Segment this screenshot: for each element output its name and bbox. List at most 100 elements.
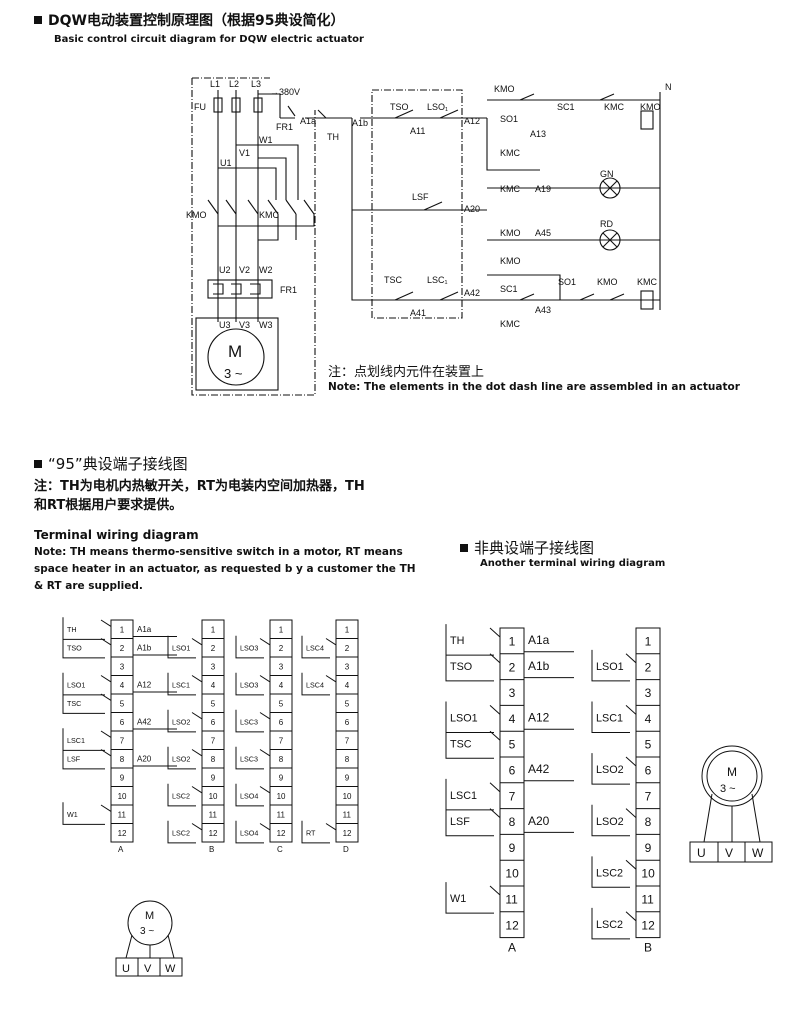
other-B-label-LSC2-5: LSC2 [596, 919, 623, 931]
other-A-label-LSF-9: LSF [450, 816, 470, 828]
s95-D-strip-label: D [343, 845, 349, 854]
s95-C-terminal-2: 2 [279, 644, 284, 653]
s95-A-strip-label: A [118, 845, 124, 854]
circuit-note-cn: 注：点划线内元件在装置上 [328, 365, 485, 380]
label-TSC: TSC [384, 275, 403, 285]
s95-A-switch-symbol [62, 635, 112, 659]
s95-C-terminal-7: 7 [279, 737, 284, 746]
s95-C-label-LSO4-4: LSO4 [240, 792, 258, 801]
label-A45: A45 [535, 228, 551, 238]
s95-B-terminal-6: 6 [211, 718, 216, 727]
s95-A-label-A42: A42 [137, 718, 152, 727]
other-B-terminal-3: 3 [645, 686, 652, 700]
s95-C-terminal-5: 5 [279, 700, 284, 709]
label-LSF: LSF [412, 192, 429, 202]
label-KMC-coil: KMC [637, 277, 658, 287]
label-A19: A19 [535, 184, 551, 194]
label-N: N [665, 82, 672, 92]
label-A41: A41 [410, 308, 426, 318]
s95-A-terminal-11: 11 [118, 811, 127, 820]
circuit-note-en: Note: The elements in the dot dash line … [328, 381, 740, 393]
label-L1: L1 [210, 79, 220, 89]
s95-B-terminal-5: 5 [211, 700, 216, 709]
label-RD: RD [600, 219, 613, 229]
s95-A-label-W1-11: W1 [67, 810, 78, 819]
other-A-label-LSC1-7: LSC1 [450, 790, 477, 802]
s95-A-terminal-2: 2 [120, 644, 125, 653]
s95-C-switch-symbol [235, 635, 271, 659]
other-A-label-A20: A20 [528, 814, 550, 828]
label-A13: A13 [530, 129, 546, 139]
label-V2: V2 [239, 265, 250, 275]
page-subtitle: Basic control circuit diagram for DQW el… [54, 34, 364, 45]
s95-C-terminal-9: 9 [279, 774, 284, 783]
s95-D-terminal-3: 3 [345, 663, 350, 672]
s95-A-terminal-8: 8 [120, 755, 125, 764]
s95-A-label-A1b: A1b [137, 644, 152, 653]
other-A-terminal-12: 12 [505, 918, 519, 932]
label-V3: V3 [239, 320, 250, 330]
other-A-terminal-11: 11 [505, 893, 518, 907]
label-380v: →380V [270, 87, 300, 97]
section-95-en-title: Terminal wiring diagram [34, 528, 199, 542]
label-TH: TH [327, 132, 339, 142]
motor-small-U: U [122, 963, 130, 975]
label-SC1-b: SC1 [500, 284, 518, 294]
other-A-terminal-6: 6 [509, 764, 516, 778]
label-KMC-3: KMC [500, 184, 521, 194]
s95-D-terminal-2: 2 [345, 644, 350, 653]
s95-D-terminal-10: 10 [343, 792, 352, 801]
label-LSC1: LSC₁ [427, 275, 448, 285]
label-A11: A11 [410, 126, 425, 136]
other-A-switch-symbol [445, 804, 501, 837]
s95-D-switch-symbol [301, 820, 337, 844]
s95-C-terminal-12: 12 [277, 829, 286, 838]
label-KMO-4: KMO [500, 256, 521, 266]
section-95-note-line1: 注：TH为电机内热敏开关，RT为电装内空间加热器，TH [34, 479, 365, 494]
motor-small-phase: 3 ~ [140, 926, 154, 937]
other-B-strip-label: B [644, 941, 652, 955]
other-A-terminal-2: 2 [509, 660, 516, 674]
motor-other-W: W [752, 846, 764, 860]
other-B-terminal-2: 2 [645, 660, 652, 674]
s95-A-label-TH-0: TH [67, 625, 77, 634]
other-A-switch-symbol [445, 882, 501, 914]
s95-B-switch-symbol [167, 746, 203, 770]
other-A-label-W1-11: W1 [450, 893, 466, 905]
s95-A-terminal-4: 4 [120, 681, 125, 690]
s95-A-switch-symbol [62, 746, 112, 770]
s95-B-label-LSC2-5: LSC2 [172, 829, 190, 838]
s95-B-terminal-12: 12 [209, 829, 218, 838]
s95-B-terminal-7: 7 [211, 737, 216, 746]
other-B-label-LSC2-4: LSC2 [596, 867, 623, 879]
label-FU: FU [194, 102, 206, 112]
s95-C-terminal-3: 3 [279, 663, 284, 672]
other-A-terminal-3: 3 [509, 686, 516, 700]
other-B-terminal-7: 7 [645, 789, 652, 803]
label-A1b: A1b [352, 118, 368, 128]
s95-B-terminal-9: 9 [211, 774, 216, 783]
motor-symbol-M: M [228, 342, 242, 361]
motor-other-M: M [727, 765, 737, 779]
other-B-terminal-4: 4 [645, 712, 652, 726]
s95-C-terminal-8: 8 [279, 755, 284, 764]
s95-B-terminal-10: 10 [209, 792, 218, 801]
label-KMO-coil-contact: KMO [494, 84, 515, 94]
s95-A-label-TSC-6: TSC [67, 699, 81, 708]
motor-small-M: M [145, 910, 154, 922]
s95-C-terminal-4: 4 [279, 681, 284, 690]
other-A-terminal-9: 9 [509, 841, 516, 855]
section-95-en-line3: & RT are supplied. [34, 580, 143, 592]
s95-A-label-LSO1-4: LSO1 [67, 681, 85, 690]
other-B-terminal-9: 9 [645, 841, 652, 855]
s95-A-terminal-7: 7 [120, 737, 125, 746]
s95-A-label-TSO-3: TSO [67, 644, 82, 653]
label-SO1: SO1 [500, 114, 518, 124]
other-A-label-A1a: A1a [528, 633, 550, 647]
s95-B-terminal-8: 8 [211, 755, 216, 764]
s95-D-terminal-12: 12 [343, 829, 352, 838]
other-A-terminal-4: 4 [509, 712, 516, 726]
s95-A-terminal-6: 6 [120, 718, 125, 727]
s95-C-label-LSO3-0: LSO3 [240, 644, 258, 653]
